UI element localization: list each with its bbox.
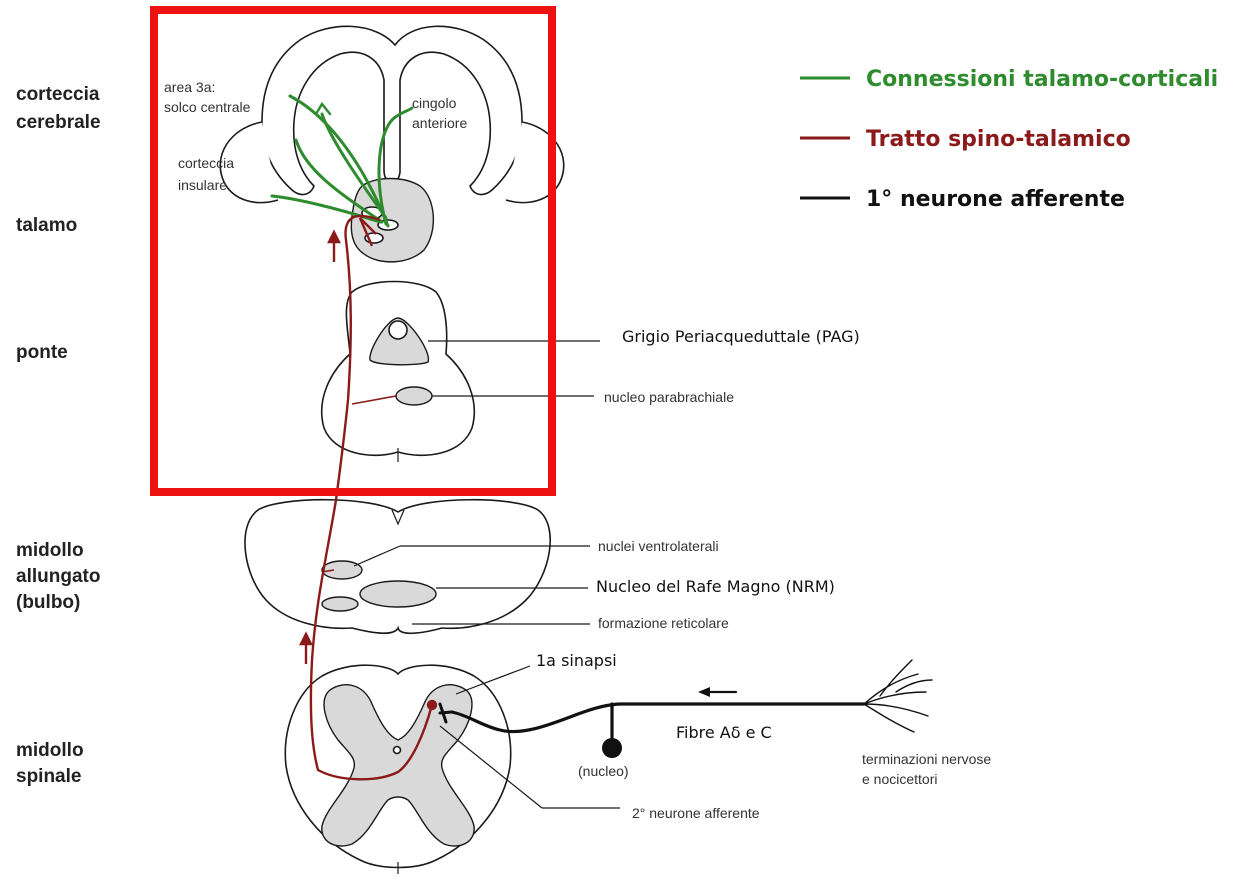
label-endings-line2: e nocicettori (862, 771, 937, 787)
level-medulla-line1: midollo (16, 540, 84, 561)
reticular-formation (322, 597, 358, 611)
label-nucleus: (nucleo) (578, 763, 629, 779)
label-area3a-line1: area 3a: (164, 79, 215, 95)
level-medulla-line3: (bulbo) (16, 592, 80, 613)
label-second-neuron: 2° neurone afferente (632, 805, 760, 821)
label-cingulate-line2: anteriore (412, 115, 467, 131)
label-first-synapse: 1a sinapsi (536, 651, 617, 670)
central-canal (394, 747, 401, 754)
cortex-section (220, 26, 563, 202)
label-cingulate-line1: cingolo (412, 95, 457, 111)
parabrachial-nucleus (396, 387, 432, 405)
label-endings-line1: terminazioni nervose (862, 751, 991, 767)
label-area3a-line2: solco centrale (164, 99, 251, 115)
level-cortex-line1: corteccia (16, 84, 100, 105)
level-pons: ponte (16, 342, 68, 363)
level-labels: corteccia cerebrale talamo ponte midollo… (16, 84, 101, 787)
level-cortex-line2: cerebrale (16, 112, 101, 133)
legend-item-thalamocortical: Connessioni talamo-corticali (800, 67, 1218, 92)
label-pag: Grigio Periacqueduttale (PAG) (622, 327, 860, 346)
level-medulla-line2: allungato (16, 566, 100, 587)
label-insular-line2: insulare (178, 177, 227, 193)
medulla-section (245, 500, 550, 634)
label-insular-line1: corteccia (178, 155, 234, 171)
legend-label-spinothalamic: Tratto spino-talamico (866, 127, 1131, 152)
level-spinal-line1: midollo (16, 740, 84, 761)
level-thalamus: talamo (16, 215, 77, 236)
legend: Connessioni talamo-corticali Tratto spin… (800, 67, 1218, 212)
label-ventrolateral: nuclei ventrolaterali (598, 538, 719, 554)
ventrolateral-nuclei (322, 561, 362, 579)
label-fibers: Fibre Aδ e C (676, 723, 772, 742)
raphe-magnus-nucleus (360, 581, 436, 607)
legend-label-thalamocortical: Connessioni talamo-corticali (866, 67, 1218, 92)
label-parabrachial: nucleo parabrachiale (604, 389, 734, 405)
aqueduct (389, 321, 407, 339)
label-reticular: formazione reticolare (598, 615, 729, 631)
label-nrm: Nucleo del Rafe Magno (NRM) (596, 577, 835, 596)
legend-item-first-neuron: 1° neurone afferente (800, 187, 1125, 212)
legend-label-first-neuron: 1° neurone afferente (866, 187, 1125, 212)
cortex-area-labels: area 3a: solco centrale cingolo anterior… (164, 79, 467, 193)
first-afferent-neuron (440, 660, 932, 758)
legend-item-spinothalamic: Tratto spino-talamico (800, 127, 1131, 152)
level-spinal-line2: spinale (16, 766, 81, 787)
